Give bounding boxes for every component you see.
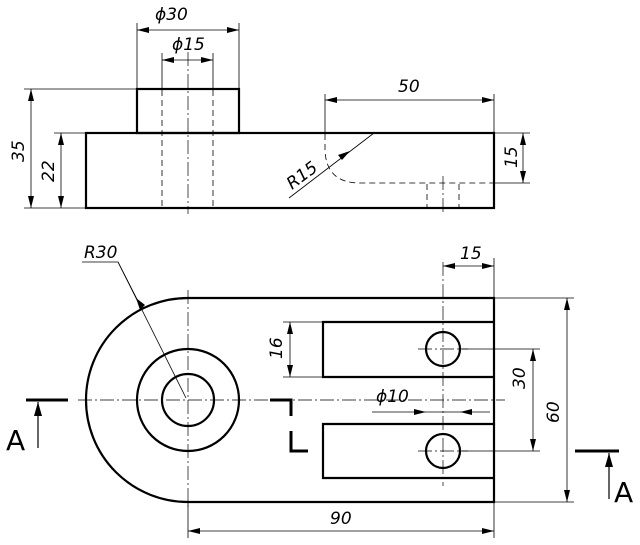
hidden-slot-fillet bbox=[324, 134, 494, 184]
arrowhead bbox=[443, 263, 455, 269]
arrowhead bbox=[482, 97, 494, 103]
arrowhead bbox=[520, 171, 526, 183]
top-view: R30 15 16 ϕ10 30 60 bbox=[78, 243, 574, 538]
arrowhead bbox=[530, 349, 536, 361]
dim-r30-label: R30 bbox=[84, 243, 117, 263]
dim-15-right-label: 15 bbox=[502, 146, 522, 168]
arrowhead bbox=[482, 528, 494, 534]
dim-15-top-label: 15 bbox=[460, 244, 482, 264]
arrowhead bbox=[520, 133, 526, 145]
dim-90-label: 90 bbox=[330, 509, 352, 529]
arrowhead bbox=[227, 27, 239, 33]
top-outer-contour bbox=[84, 296, 496, 504]
arrowhead bbox=[58, 196, 64, 208]
dim-r15-label: R15 bbox=[283, 158, 322, 194]
dim-d10-label: ϕ10 bbox=[376, 387, 409, 407]
arrowhead bbox=[201, 57, 213, 63]
arrowhead bbox=[137, 27, 149, 33]
leader-r30-line bbox=[117, 261, 187, 399]
top-slot-upper bbox=[321, 320, 496, 379]
dim-22-label: 22 bbox=[39, 160, 59, 182]
arrowhead bbox=[325, 97, 337, 103]
top-slot-lower bbox=[321, 422, 496, 480]
arrowhead bbox=[188, 528, 200, 534]
section-cut-markers: A A bbox=[6, 398, 633, 509]
dim-50-label: 50 bbox=[398, 77, 420, 97]
section-label-right: A bbox=[614, 476, 633, 509]
arrowhead bbox=[338, 151, 350, 160]
dim-16-label: 16 bbox=[267, 337, 287, 359]
arrowhead bbox=[136, 298, 145, 310]
arrowhead bbox=[605, 453, 613, 467]
dim-d30-label: ϕ30 bbox=[155, 5, 188, 25]
arrowhead bbox=[58, 133, 64, 145]
arrowhead bbox=[162, 57, 174, 63]
section-label-left: A bbox=[6, 424, 25, 457]
front-base-outline bbox=[84, 131, 496, 210]
arrowhead bbox=[530, 439, 536, 451]
arrowhead bbox=[564, 490, 570, 502]
arrowhead bbox=[414, 409, 426, 415]
arrowhead bbox=[34, 402, 42, 416]
dim-60-label: 60 bbox=[544, 401, 564, 423]
leader-r15 bbox=[288, 132, 375, 199]
cut-step-upper bbox=[270, 398, 293, 416]
arrowhead bbox=[28, 196, 34, 208]
arrowhead bbox=[28, 89, 34, 101]
arrowhead bbox=[482, 263, 494, 269]
arrowhead bbox=[564, 298, 570, 310]
arrowhead bbox=[287, 365, 293, 377]
cut-step-lower bbox=[289, 431, 308, 453]
arrowhead bbox=[460, 409, 472, 415]
leader-r30 bbox=[82, 261, 141, 306]
dim-35-label: 35 bbox=[9, 140, 29, 162]
arrowhead bbox=[287, 322, 293, 334]
dim-d15-label: ϕ15 bbox=[172, 35, 205, 55]
dim-30-label: 30 bbox=[510, 367, 530, 389]
front-view: ϕ30 ϕ15 50 35 22 R15 bbox=[9, 5, 530, 214]
